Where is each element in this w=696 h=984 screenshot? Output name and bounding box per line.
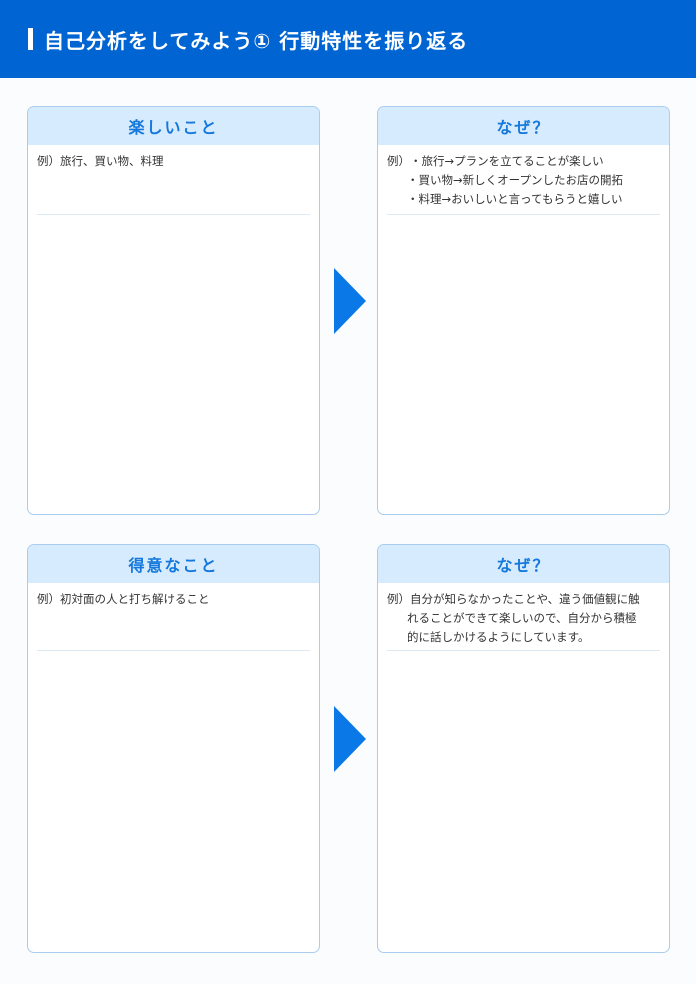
strengths-box: 得意なこと 例） 初対面の人と打ち解けること	[27, 544, 320, 953]
title-marker-bar	[28, 28, 33, 50]
example-line: 的に話しかけるようにしています。	[407, 630, 590, 644]
example-line: 旅行、買い物、料理	[60, 154, 164, 168]
example-line: ・買い物→新しくオープンしたお店の開拓	[407, 173, 623, 187]
example-line: れることができて楽しいので、自分から積極	[407, 611, 637, 625]
example-area: 例） ・旅行→プランを立てることが楽しい ・買い物→新しくオープンしたお店の開拓…	[387, 145, 660, 215]
example-area: 例） 初対面の人と打ち解けること	[37, 583, 310, 651]
page-title: 自己分析をしてみよう① 行動特性を振り返る	[44, 28, 469, 53]
box-heading: 得意なこと	[28, 545, 319, 583]
answer-area[interactable]	[378, 651, 669, 941]
example-prefix: 例）	[37, 154, 60, 168]
example-line: 初対面の人と打ち解けること	[60, 592, 210, 606]
example-line: ・料理→おいしいと言ってもらうと嬉しい	[407, 192, 623, 206]
example-prefix: 例）	[387, 592, 410, 606]
why-box-1: なぜ？ 例） ・旅行→プランを立てることが楽しい ・買い物→新しくオープンしたお…	[377, 106, 670, 515]
arrow-right-icon	[334, 268, 366, 334]
example-area: 例） 旅行、買い物、料理	[37, 145, 310, 215]
example-prefix: 例）	[37, 592, 60, 606]
why-box-2: なぜ？ 例） 自分が知らなかったことや、違う価値観に触 れることができて楽しいの…	[377, 544, 670, 953]
example-line: 自分が知らなかったことや、違う価値観に触	[410, 592, 640, 606]
arrow-right-icon	[334, 706, 366, 772]
example-line: ・旅行→プランを立てることが楽しい	[410, 154, 604, 168]
box-heading: なぜ？	[378, 107, 669, 145]
example-area: 例） 自分が知らなかったことや、違う価値観に触 れることができて楽しいので、自分…	[387, 583, 660, 651]
enjoyable-things-box: 楽しいこと 例） 旅行、買い物、料理	[27, 106, 320, 515]
answer-area[interactable]	[378, 215, 669, 505]
box-heading: 楽しいこと	[28, 107, 319, 145]
example-prefix: 例）	[387, 154, 410, 168]
answer-area[interactable]	[28, 651, 319, 941]
box-heading: なぜ？	[378, 545, 669, 583]
answer-area[interactable]	[28, 215, 319, 505]
title-bar: 自己分析をしてみよう① 行動特性を振り返る	[0, 0, 696, 78]
